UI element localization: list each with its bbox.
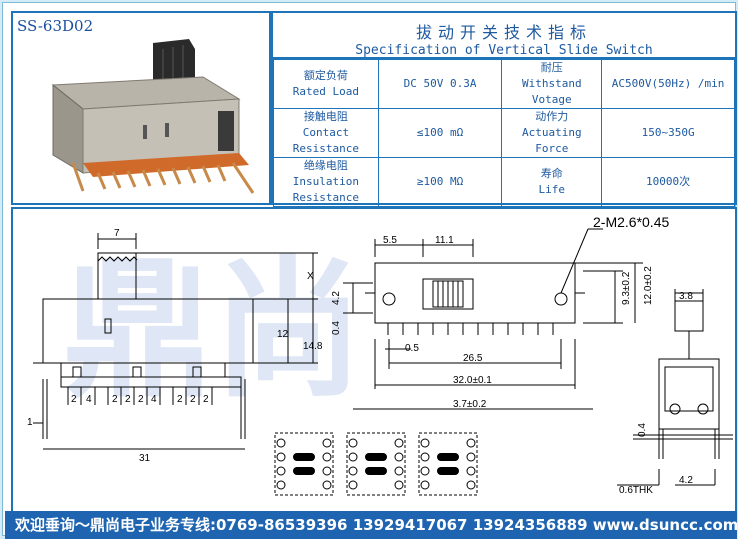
footer-banner: 欢迎垂询～鼎尚电子业务专线:0769-86539396 13929417067 … [5, 511, 738, 539]
dim-4-2b: 4.2 [679, 475, 693, 486]
dim-32: 32.0±0.1 [453, 375, 492, 386]
spec-table: 拔动开关技术指标 Specification of Vertical Slide… [271, 11, 737, 207]
pcb-layout [274, 432, 478, 496]
end-view [617, 289, 733, 486]
dim-7: 7 [114, 228, 120, 239]
mechanical-drawing: 7 X 12 14.8 1 31 2 4 2 2 2 4 2 2 2 [27, 214, 733, 496]
dim-11-1: 11.1 [435, 235, 454, 246]
dim-12-0: 12.0±0.2 [643, 266, 654, 305]
spec-title: 拔动开关技术指标 Specification of Vertical Slide… [273, 13, 735, 59]
dim-x: X [307, 271, 314, 282]
side-view [33, 233, 318, 450]
spec-value: ≤100 mΩ [377, 108, 503, 158]
dim-0-4: 0.4 [331, 321, 342, 335]
pitch-label: 2 [190, 394, 196, 405]
spec-value: ≥100 MΩ [377, 157, 503, 207]
dim-31: 31 [139, 453, 151, 464]
spec-title-cn: 拔动开关技术指标 [415, 23, 592, 42]
dim-26-5: 26.5 [463, 353, 483, 364]
pitch-label: 2 [177, 394, 183, 405]
dim-0-4b: 0.4 [637, 423, 648, 437]
dim-0-5: 0.5 [405, 343, 419, 354]
pitch-label: 2 [125, 394, 131, 405]
footer-text: 欢迎垂询～鼎尚电子业务专线:0769-86539396 13929417067 … [15, 516, 738, 534]
product-panel: SS-63D02 [11, 11, 271, 205]
pitch-label: 2 [71, 394, 77, 405]
spec-value: AC500V(50Hz) /min [601, 59, 735, 109]
dim-1: 1 [27, 417, 33, 428]
dim-5-5: 5.5 [383, 235, 397, 246]
spec-title-en: Specification of Vertical Slide Switch [355, 43, 653, 58]
dim-4-2: 4.2 [331, 291, 342, 305]
drawing-panel: 鼎尚 [11, 207, 737, 513]
spec-value: DC 50V 0.3A [377, 59, 503, 109]
pitch-label: 4 [86, 394, 92, 405]
top-view [343, 228, 643, 410]
pitch-label: 2 [112, 394, 118, 405]
dim-3-8: 3.8 [679, 291, 693, 302]
dim-3-7: 3.7±0.2 [453, 399, 487, 410]
hole-note: 2-M2.6*0.45 [593, 214, 669, 230]
pitch-label: 4 [151, 394, 157, 405]
product-photo [51, 39, 255, 194]
spec-value: 150~350G [601, 108, 735, 158]
model-number: SS-63D02 [17, 17, 94, 35]
spec-value: 10000次 [601, 157, 735, 207]
dim-12: 12 [277, 329, 289, 340]
dim-0-6thk: 0.6THK [619, 485, 653, 496]
pitch-label: 2 [203, 394, 209, 405]
dim-14-8: 14.8 [303, 341, 323, 352]
dim-9-3: 9.3±0.2 [621, 271, 632, 305]
pitch-label: 2 [138, 394, 144, 405]
